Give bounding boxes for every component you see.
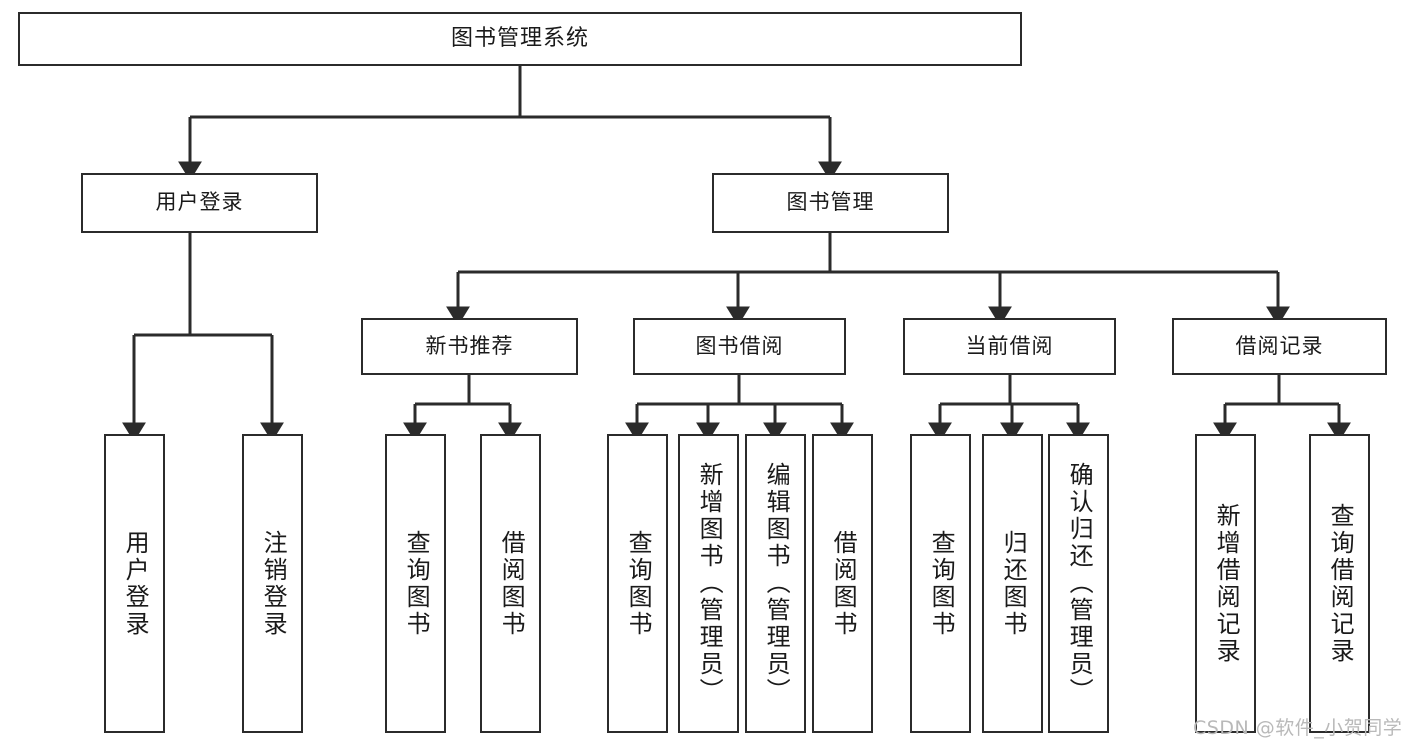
node-label: 注销登录 <box>259 529 288 638</box>
node-label: 图书管理 <box>786 190 875 215</box>
node-leaf-user-login[interactable]: 用户登录 <box>104 434 165 733</box>
node-label: 借阅记录 <box>1235 333 1324 358</box>
node-label: 借阅图书 <box>829 529 858 638</box>
node-leaf-query-borrow-record[interactable]: 查询借阅记录 <box>1309 434 1370 733</box>
node-label: 归还图书 <box>999 529 1028 638</box>
node-label: 当前借阅 <box>965 333 1054 358</box>
node-user-login[interactable]: 用户登录 <box>81 173 318 233</box>
node-leaf-borrow-book-bb[interactable]: 借阅图书 <box>812 434 873 733</box>
node-label: 用户登录 <box>121 529 150 638</box>
node-new-book-recommend[interactable]: 新书推荐 <box>361 318 578 375</box>
node-label: 用户登录 <box>155 190 244 215</box>
node-borrow-record[interactable]: 借阅记录 <box>1172 318 1387 375</box>
node-book-borrow[interactable]: 图书借阅 <box>633 318 846 375</box>
node-label: 图书借阅 <box>695 333 784 358</box>
node-leaf-add-book-admin[interactable]: 新增图书（管理员） <box>678 434 739 733</box>
node-leaf-query-book-bb[interactable]: 查询图书 <box>607 434 668 733</box>
node-label: 查询图书 <box>624 529 653 638</box>
node-leaf-borrow-book-nb[interactable]: 借阅图书 <box>480 434 541 733</box>
node-leaf-logout[interactable]: 注销登录 <box>242 434 303 733</box>
node-leaf-query-book-nb[interactable]: 查询图书 <box>385 434 446 733</box>
node-label: 图书管理系统 <box>450 25 589 51</box>
node-root-system[interactable]: 图书管理系统 <box>18 12 1022 66</box>
node-leaf-query-book-cb[interactable]: 查询图书 <box>910 434 971 733</box>
node-leaf-return-book[interactable]: 归还图书 <box>982 434 1043 733</box>
csdn-watermark: CSDN @软件_小贺同学 <box>1193 717 1403 739</box>
node-label: 查询图书 <box>402 529 431 638</box>
node-label: 确认归还（管理员） <box>1065 462 1094 705</box>
node-leaf-edit-book-admin[interactable]: 编辑图书（管理员） <box>745 434 806 733</box>
node-label: 借阅图书 <box>497 529 526 638</box>
node-label: 新书推荐 <box>425 333 514 358</box>
node-label: 查询图书 <box>927 529 956 638</box>
node-leaf-confirm-return-admin[interactable]: 确认归还（管理员） <box>1048 434 1109 733</box>
node-book-management[interactable]: 图书管理 <box>712 173 949 233</box>
node-label: 查询借阅记录 <box>1326 502 1355 665</box>
node-leaf-add-borrow-record[interactable]: 新增借阅记录 <box>1195 434 1256 733</box>
node-label: 新增借阅记录 <box>1212 502 1241 665</box>
node-label: 新增图书（管理员） <box>695 462 724 705</box>
node-current-borrow[interactable]: 当前借阅 <box>903 318 1116 375</box>
node-label: 编辑图书（管理员） <box>762 462 791 705</box>
